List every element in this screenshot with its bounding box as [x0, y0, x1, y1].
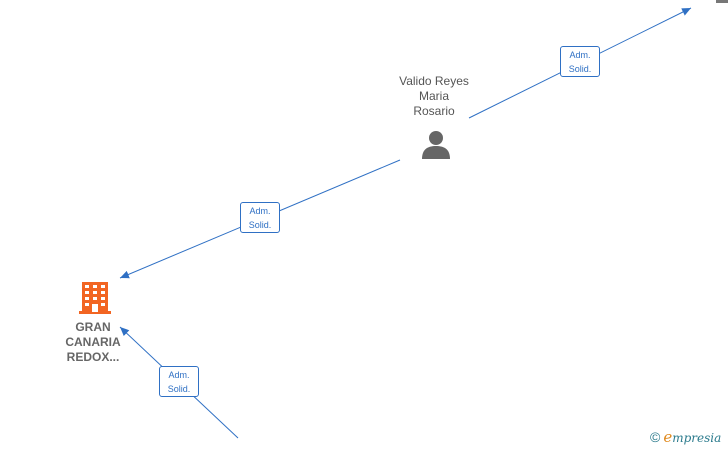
brand-footer[interactable]: ©empresia — [650, 428, 721, 446]
edge-label-bottom[interactable]: Adm. Solid. — [159, 366, 199, 397]
copyright-symbol: © — [650, 429, 661, 445]
edge-label-top[interactable]: Adm. Solid. — [560, 46, 600, 77]
brand-logo-initial: e — [663, 428, 673, 446]
brand-logo-text: mpresia — [672, 431, 722, 445]
edge-label-middle-line-2: Solid. — [248, 220, 272, 230]
edge-label-middle-line-1: Adm. — [249, 206, 271, 216]
person-name-line-2: Maria — [418, 89, 449, 103]
company-name-line-3: REDOX... — [66, 350, 120, 364]
company-node-label[interactable]: GRAN CANARIA REDOX... — [52, 320, 134, 365]
person-node-label[interactable]: Valido Reyes Maria Rosario — [388, 74, 480, 119]
edge-label-middle[interactable]: Adm. Solid. — [240, 202, 280, 233]
offscreen-node-fragment — [716, 0, 728, 3]
person-name-line-3: Rosario — [413, 104, 455, 118]
person-icon[interactable] — [422, 131, 450, 159]
edge-label-top-line-2: Solid. — [568, 64, 592, 74]
person-name-line-1: Valido Reyes — [399, 74, 469, 88]
company-name-line-2: CANARIA — [65, 335, 121, 349]
edge-label-top-line-1: Adm. — [569, 50, 591, 60]
edge-label-bottom-line-1: Adm. — [168, 370, 190, 380]
company-name-line-1: GRAN — [75, 320, 111, 334]
edge-label-bottom-line-2: Solid. — [167, 384, 191, 394]
building-icon[interactable] — [79, 282, 111, 314]
